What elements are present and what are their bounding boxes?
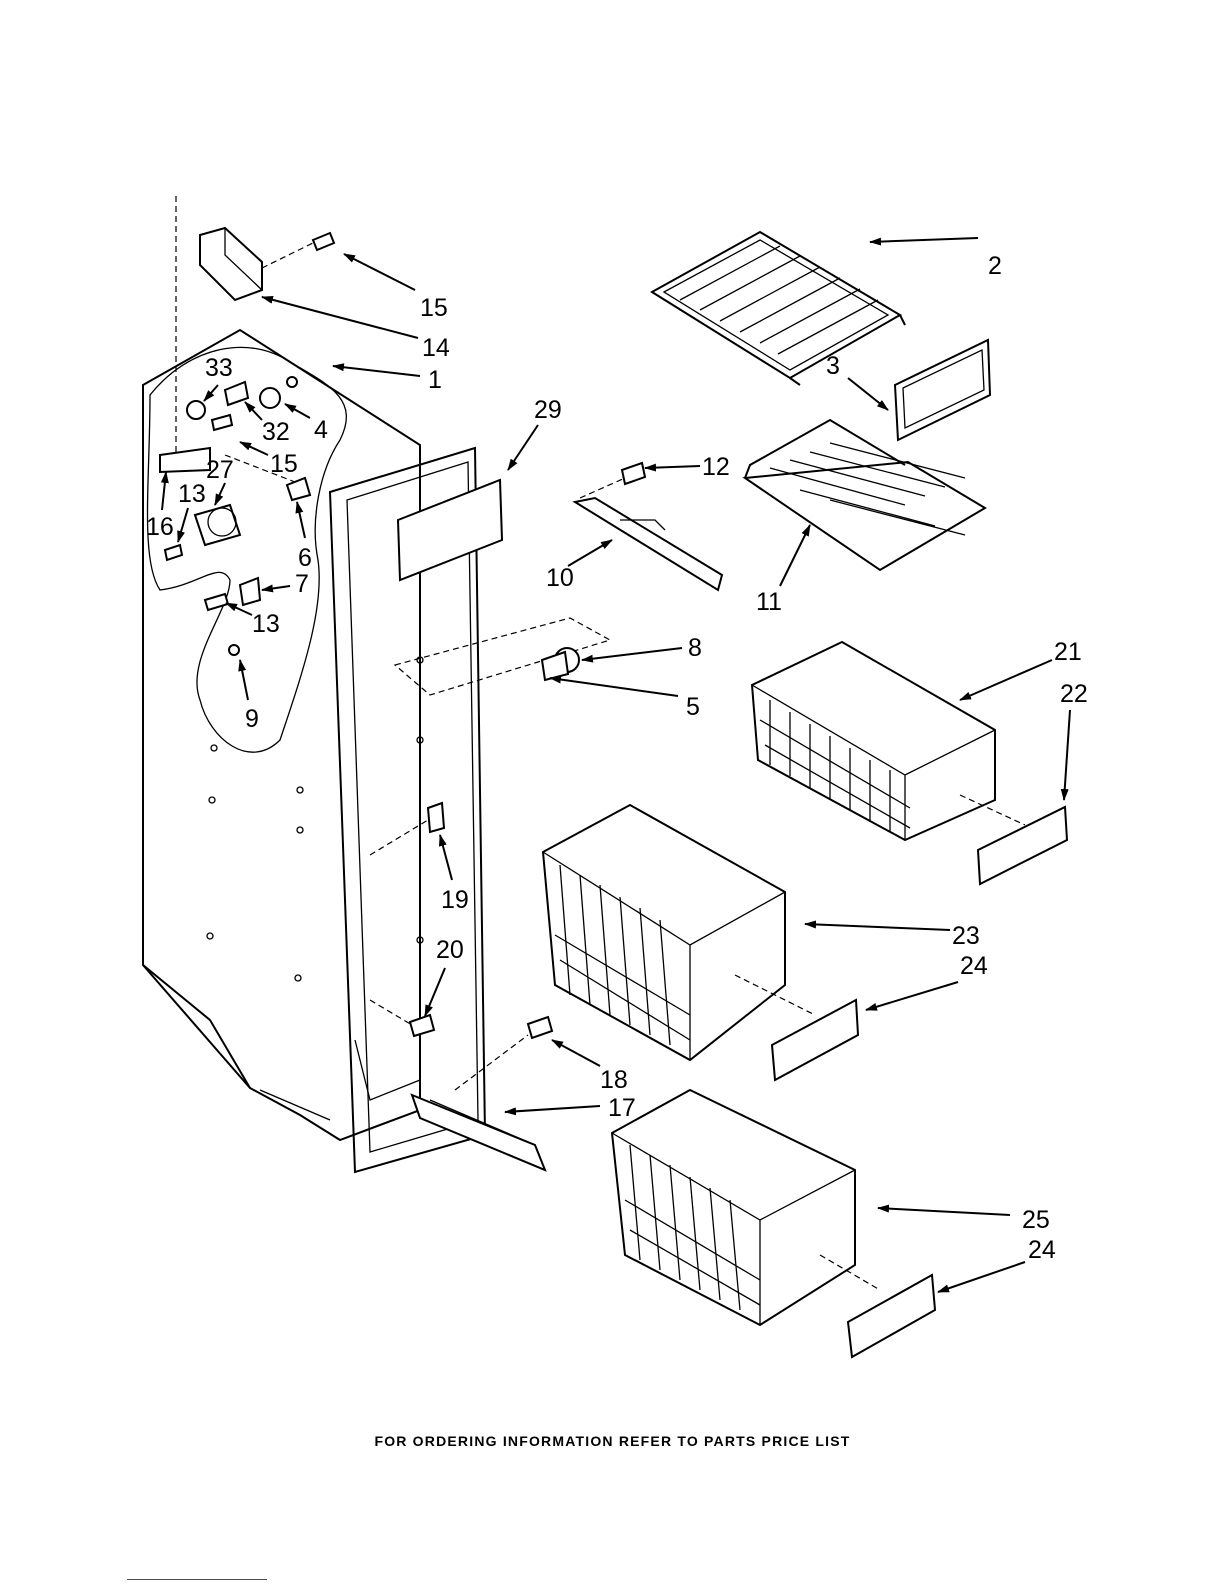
label-5: 5 — [686, 693, 700, 721]
label-9: 9 — [245, 705, 259, 733]
basket-21 — [752, 642, 1025, 840]
label-19: 19 — [441, 886, 469, 914]
label-4: 4 — [314, 416, 328, 444]
label-20: 20 — [436, 936, 464, 964]
label-23: 23 — [952, 922, 980, 950]
trim-22 — [978, 807, 1067, 884]
label-14: 14 — [422, 334, 450, 362]
basket-23 — [543, 805, 815, 1060]
label-13-top: 13 — [178, 480, 206, 508]
basket-25 — [612, 1090, 880, 1325]
frame-3 — [895, 340, 990, 440]
label-12: 12 — [702, 453, 730, 481]
label-10: 10 — [546, 564, 574, 592]
label-16: 16 — [146, 513, 174, 541]
label-11: 11 — [756, 588, 782, 616]
link-underline — [127, 1579, 267, 1580]
label-25: 25 — [1022, 1206, 1050, 1234]
label-6: 6 — [298, 544, 312, 572]
label-33: 33 — [205, 354, 233, 382]
screw-20 — [370, 1000, 434, 1036]
footer-note: FOR ORDERING INFORMATION REFER TO PARTS … — [0, 1433, 1225, 1449]
bracket-10 — [575, 463, 722, 590]
trim-24-bottom — [848, 1275, 935, 1357]
label-7: 7 — [295, 570, 309, 598]
screw-18 — [528, 1017, 552, 1038]
label-21: 21 — [1054, 638, 1082, 666]
label-15-top: 15 — [420, 294, 448, 322]
shelf-11 — [745, 420, 985, 570]
label-32: 32 — [262, 418, 290, 446]
label-15-mid: 15 — [270, 450, 298, 478]
label-27: 27 — [206, 456, 234, 484]
trim-24-top — [772, 1000, 858, 1080]
label-17: 17 — [608, 1094, 636, 1122]
label-2: 2 — [988, 252, 1002, 280]
label-24-bottom: 24 — [1028, 1236, 1056, 1264]
label-3: 3 — [826, 352, 840, 380]
panel-29 — [398, 480, 502, 580]
label-13-low: 13 — [252, 610, 280, 638]
part-labels: 15 14 1 33 32 4 15 27 13 16 6 7 13 9 29 … — [146, 252, 1088, 1264]
label-8: 8 — [688, 634, 702, 662]
leader-lines — [162, 238, 1070, 1292]
label-22: 22 — [1060, 680, 1088, 708]
screw-icon — [313, 233, 334, 250]
shelf-2 — [652, 232, 905, 385]
label-1: 1 — [428, 366, 442, 394]
label-24-top: 24 — [960, 952, 988, 980]
label-29: 29 — [534, 396, 562, 424]
thermistor-19 — [370, 803, 444, 855]
label-18: 18 — [600, 1066, 628, 1094]
damper-area — [395, 618, 610, 695]
